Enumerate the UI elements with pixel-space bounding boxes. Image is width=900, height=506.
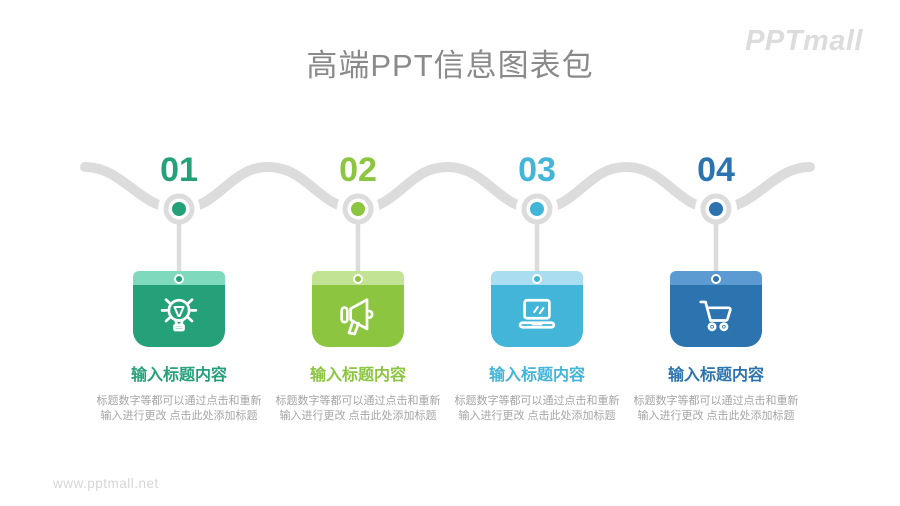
tag-hole: [174, 274, 184, 284]
node-dot: [351, 202, 365, 216]
box-body: [491, 285, 583, 347]
step-number: 04: [697, 151, 735, 189]
box-body: [312, 285, 404, 347]
node-dot: [530, 202, 544, 216]
step-description: 标题数字等都可以通过点击和重新输入进行更改 点击此处添加标题: [275, 395, 441, 422]
timeline-wave: [80, 161, 815, 279]
step-description: 标题数字等都可以通过点击和重新输入进行更改 点击此处添加标题: [454, 395, 620, 422]
step-icon-box: [312, 271, 404, 347]
megaphone-icon: [340, 298, 374, 336]
brand-logo: PPTmall: [745, 25, 863, 57]
tag-hole: [353, 274, 363, 284]
step-title: 输入标题内容: [130, 367, 227, 384]
tag-hole: [711, 274, 721, 284]
cart-icon: [699, 300, 732, 332]
page-title: 高端PPT信息图表包: [306, 48, 594, 83]
lightbulb-icon: [160, 298, 198, 332]
step-column-1: 01 输入标题内容 标题数字等都可以通过点击和重新输入进行更改 点击此处添加标题: [79, 140, 279, 440]
step-column-2: 02 输入标题内容 标题数字等都可以通过点击和重新输入进行更改 点击此处添加标题: [258, 140, 458, 440]
step-number: 03: [518, 151, 556, 189]
laptop-icon: [518, 298, 556, 329]
step-column-3: 03 输入标题内容 标题数字等都可以通过点击和重新输入进行更改 点击此处添加标题: [437, 140, 637, 440]
step-description: 标题数字等都可以通过点击和重新输入进行更改 点击此处添加标题: [633, 395, 799, 422]
step-icon-box: [670, 271, 762, 347]
node-dot: [172, 202, 186, 216]
step-icon-box: [133, 271, 225, 347]
step-number: 02: [339, 151, 377, 189]
step-title: 输入标题内容: [309, 367, 406, 384]
node-dot: [709, 202, 723, 216]
step-title: 输入标题内容: [667, 367, 764, 384]
tag-hole: [532, 274, 542, 284]
step-title: 输入标题内容: [488, 367, 585, 384]
watermark-text: www.pptmall.net: [53, 476, 159, 491]
box-body: [670, 285, 762, 347]
step-description: 标题数字等都可以通过点击和重新输入进行更改 点击此处添加标题: [96, 395, 262, 422]
step-number: 01: [160, 151, 198, 189]
box-body: [133, 285, 225, 347]
wave-line: [80, 161, 815, 215]
step-column-4: 04 输入标题内容 标题数字等都可以通过点击和重新输入进行更改 点击此处添加标题: [616, 140, 816, 440]
wave-line-group: [80, 161, 815, 279]
step-icon-box: [491, 271, 583, 347]
